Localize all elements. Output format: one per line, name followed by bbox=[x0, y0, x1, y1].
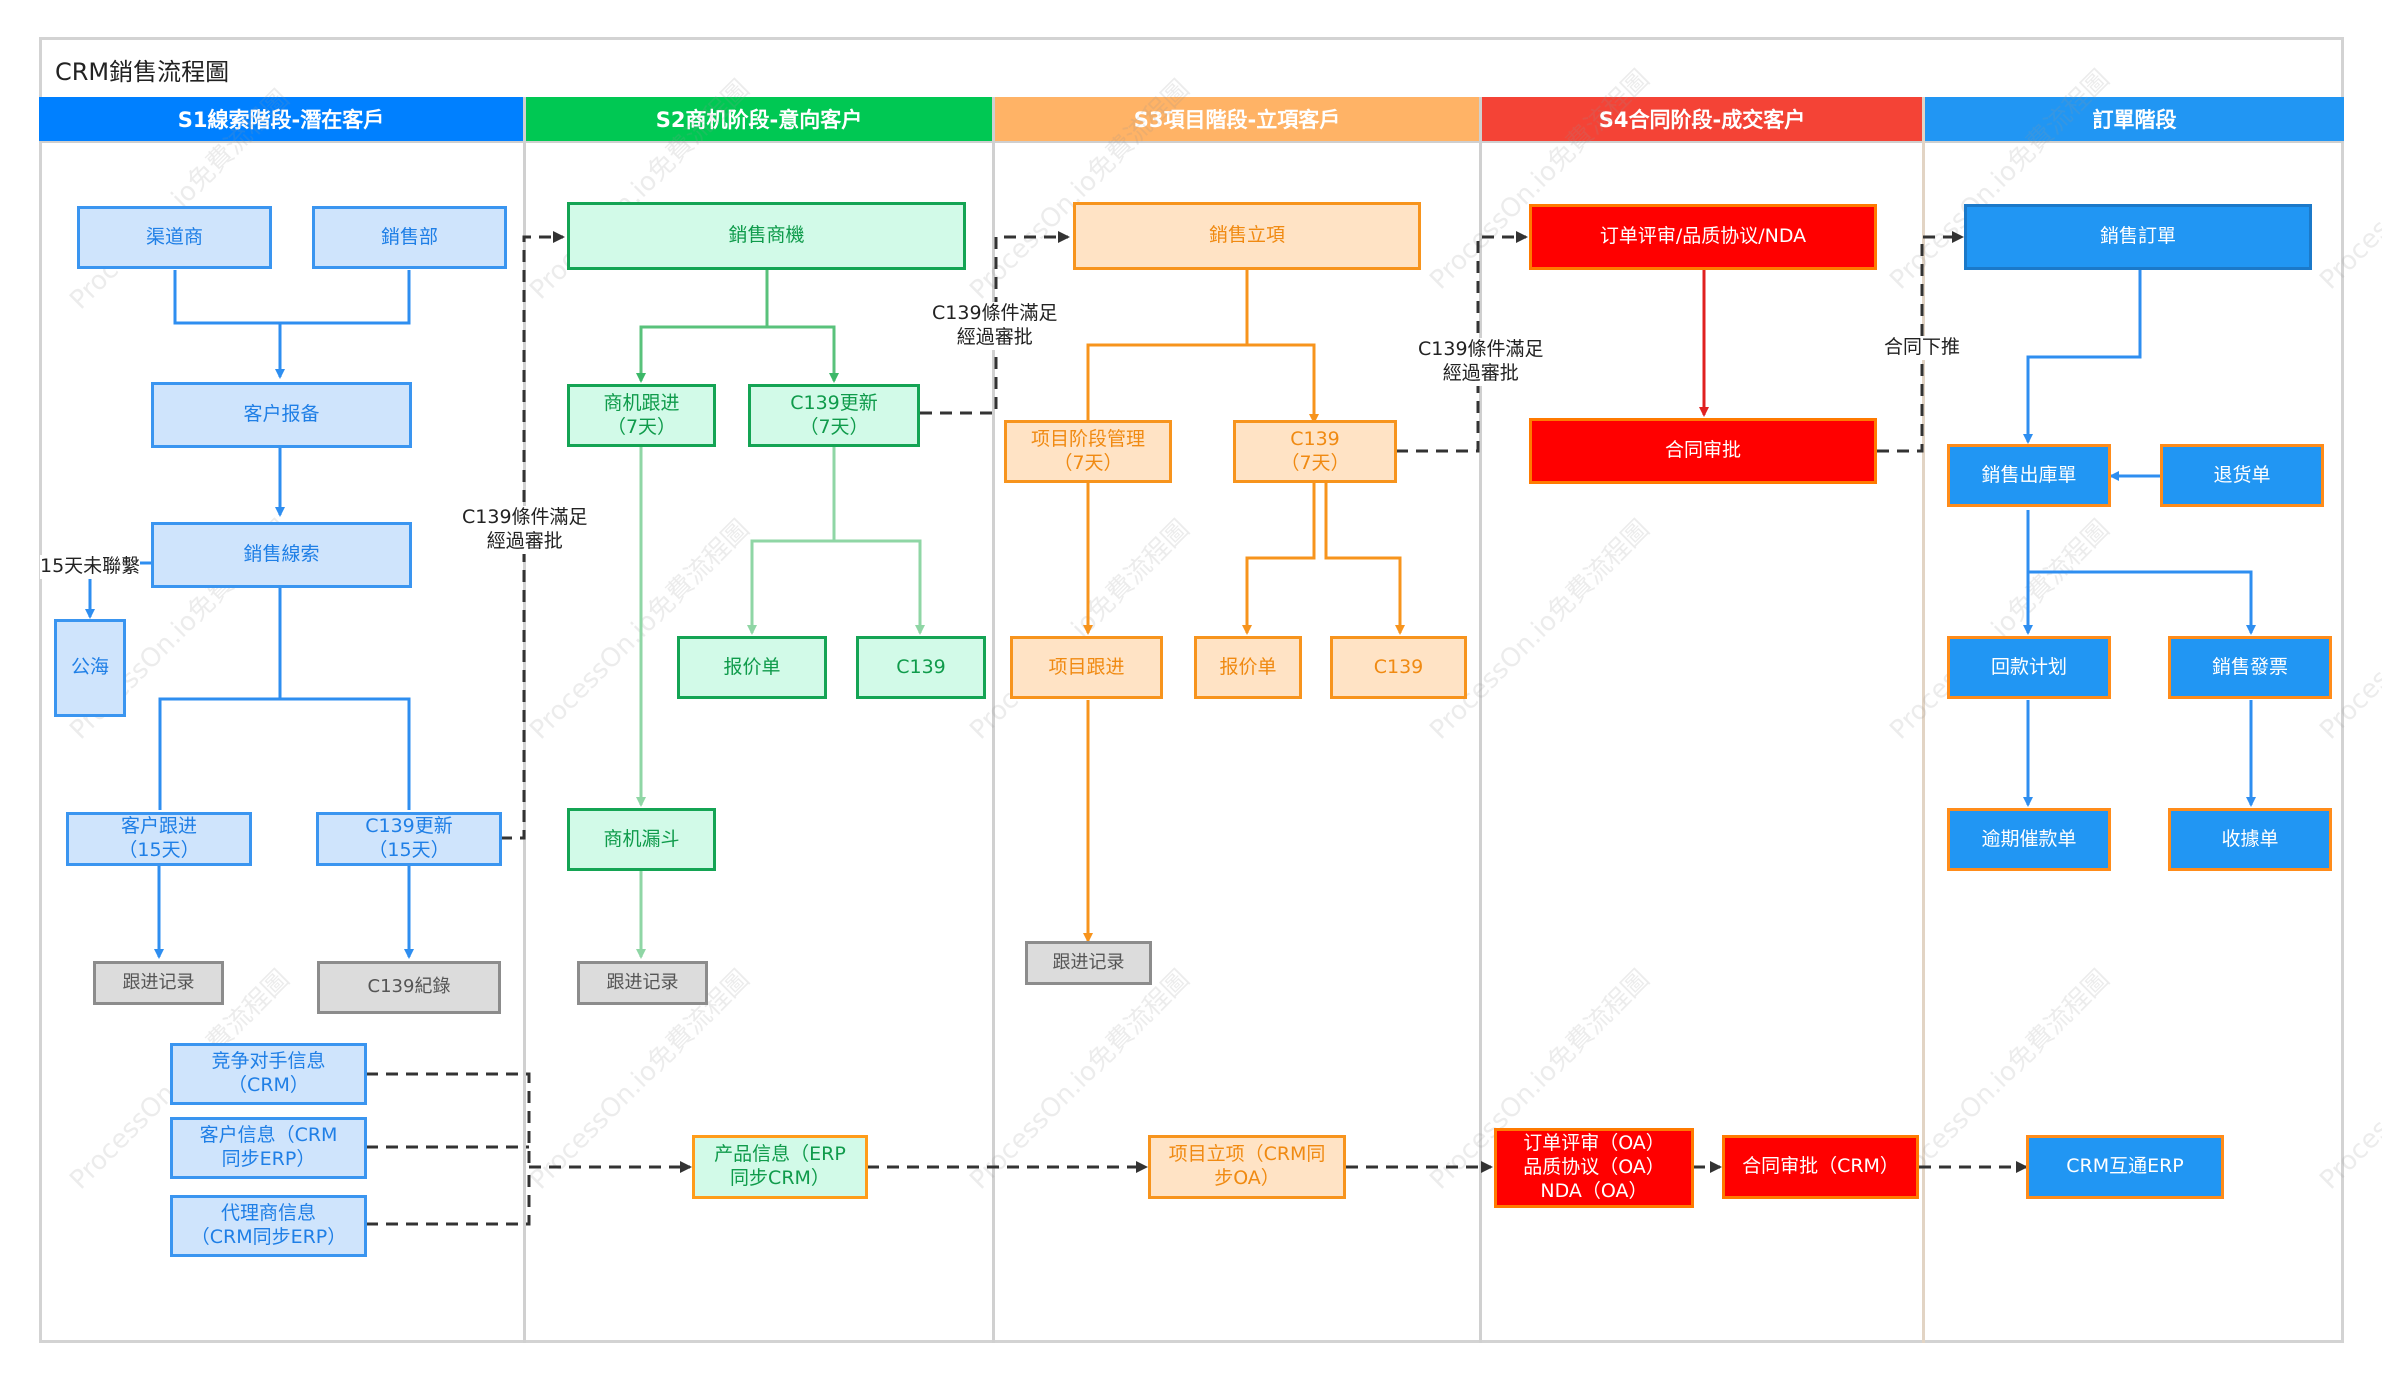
sales-lead-node[interactable]: 銷售線索 bbox=[151, 522, 412, 588]
lane-header-s3: S3項目階段-立項客戶 bbox=[995, 97, 1479, 143]
c139-update-7-node[interactable]: C139更新 （7天） bbox=[748, 384, 920, 447]
sales-order-node[interactable]: 銷售訂單 bbox=[1964, 204, 2312, 270]
competitor-info-node[interactable]: 竞争对手信息 （CRM） bbox=[170, 1043, 367, 1105]
sales-outbound-node[interactable]: 銷售出庫單 bbox=[1947, 444, 2111, 507]
crm-erp-node[interactable]: CRM互通ERP bbox=[2026, 1135, 2224, 1199]
page-title: CRM銷售流程圖 bbox=[55, 58, 230, 86]
contract-push-label: 合同下推 bbox=[1884, 336, 1961, 360]
quotation-node-2[interactable]: 报价单 bbox=[1194, 636, 1302, 699]
lane-header-s2: S2商机阶段-意向客户 bbox=[526, 97, 992, 143]
s2-connectors bbox=[636, 270, 839, 383]
quotation-node-1[interactable]: 报价单 bbox=[677, 636, 827, 699]
project-approval-node[interactable]: 项目立项（CRM同 步OA） bbox=[1148, 1135, 1346, 1199]
c139-7-node[interactable]: C139 （7天） bbox=[1233, 420, 1397, 483]
lane-s1: S1線索階段-潛在客戶 bbox=[39, 97, 526, 1343]
s1-connectors bbox=[85, 270, 414, 959]
customer-report-node[interactable]: 客户报备 bbox=[151, 382, 412, 448]
lane-s4: S4合同阶段-成交客户 bbox=[1482, 97, 1925, 1343]
lane-header-s4: S4合同阶段-成交客户 bbox=[1482, 97, 1922, 143]
lane-header-order: 訂單階段 bbox=[1925, 97, 2344, 143]
order-review-node[interactable]: 订单评审/品质协议/NDA bbox=[1529, 204, 1877, 270]
opportunity-followup-node[interactable]: 商机跟进 （7天） bbox=[567, 384, 716, 447]
sales-project-node[interactable]: 銷售立項 bbox=[1073, 202, 1421, 270]
c139-condition-label-3: C139條件滿足 經過審批 bbox=[1418, 338, 1544, 386]
lane-s3: S3項目階段-立項客戶 bbox=[995, 97, 1482, 1343]
followup-record-node-1[interactable]: 跟进记录 bbox=[93, 961, 224, 1005]
overdue-notice-node[interactable]: 逾期催款单 bbox=[1947, 808, 2111, 871]
sales-invoice-node[interactable]: 銷售發票 bbox=[2168, 636, 2332, 699]
receipt-node[interactable]: 收據单 bbox=[2168, 808, 2332, 871]
followup-record-node-2[interactable]: 跟进记录 bbox=[577, 961, 708, 1005]
contract-crm-node[interactable]: 合同审批（CRM） bbox=[1722, 1135, 1919, 1199]
project-followup-node[interactable]: 项目跟进 bbox=[1010, 636, 1163, 699]
payment-plan-node[interactable]: 回款计划 bbox=[1947, 636, 2111, 699]
s2-connectors-light bbox=[636, 445, 925, 959]
lane-s2: S2商机阶段-意向客户 bbox=[526, 97, 995, 1343]
c139-node-b[interactable]: C139 bbox=[1330, 636, 1467, 699]
c139-node-a[interactable]: C139 bbox=[856, 636, 986, 699]
opportunity-funnel-node[interactable]: 商机漏斗 bbox=[567, 808, 716, 871]
c139-condition-label-2: C139條件滿足 經過審批 bbox=[932, 302, 1058, 350]
public-pool-node[interactable]: 公海 bbox=[54, 619, 126, 717]
c139-update-15-node[interactable]: C139更新 （15天） bbox=[316, 812, 502, 866]
product-info-node[interactable]: 产品信息（ERP 同步CRM） bbox=[692, 1135, 868, 1199]
followup-record-node-3[interactable]: 跟进记录 bbox=[1025, 941, 1152, 985]
s3-connectors bbox=[1083, 270, 1405, 943]
sales-dept-node[interactable]: 銷售部 bbox=[312, 206, 507, 269]
return-order-node[interactable]: 退货单 bbox=[2160, 444, 2324, 507]
project-stage-node[interactable]: 项目阶段管理 （7天） bbox=[1004, 420, 1172, 483]
customer-followup-node[interactable]: 客户跟进 （15天） bbox=[66, 812, 252, 866]
customer-info-node[interactable]: 客户信息（CRM 同步ERP） bbox=[170, 1117, 367, 1179]
contract-approval-node[interactable]: 合同审批 bbox=[1529, 418, 1877, 484]
lane-order: 訂單階段 bbox=[1925, 97, 2344, 1343]
channel-partner-node[interactable]: 渠道商 bbox=[77, 206, 272, 269]
sales-opportunity-node[interactable]: 銷售商機 bbox=[567, 202, 966, 270]
lane-header-s1: S1線索階段-潛在客戶 bbox=[39, 97, 523, 143]
oa-review-node[interactable]: 订单评审（OA） 品质协议（OA） NDA（OA） bbox=[1494, 1128, 1694, 1208]
no-contact-label: 15天未聯繫 bbox=[40, 555, 141, 579]
c139-record-node[interactable]: C139紀錄 bbox=[317, 961, 501, 1014]
order-connectors bbox=[2023, 270, 2256, 807]
agent-info-node[interactable]: 代理商信息 （CRM同步ERP） bbox=[170, 1195, 367, 1257]
c139-condition-label-1: C139條件滿足 經過審批 bbox=[462, 506, 588, 554]
